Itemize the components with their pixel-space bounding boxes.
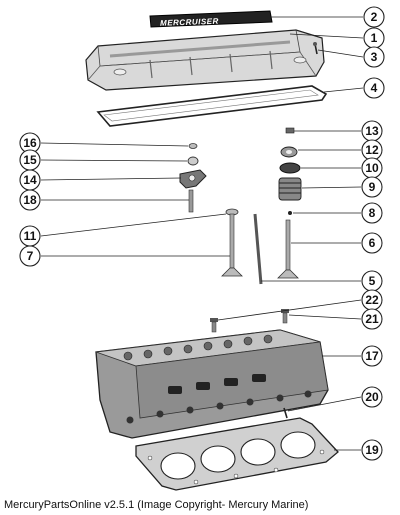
leader-lines [40, 16, 364, 451]
svg-text:7: 7 [27, 249, 34, 263]
svg-text:3: 3 [371, 50, 378, 64]
svg-text:11: 11 [24, 229, 37, 243]
svg-text:17: 17 [365, 349, 379, 363]
callout-8: 8 [361, 202, 383, 224]
svg-text:12: 12 [365, 143, 379, 157]
push-rod [253, 213, 263, 285]
svg-text:20: 20 [365, 390, 379, 404]
intake-valve [221, 208, 243, 277]
mercruiser-logo-plate: MERCRUISER [149, 10, 273, 28]
callout-9: 9 [361, 176, 383, 198]
logo-text: MERCRUISER [160, 17, 219, 28]
rocker-stud [188, 189, 194, 213]
callout-5: 5 [361, 270, 383, 292]
callout-11: 11 [19, 225, 41, 247]
svg-text:9: 9 [369, 180, 376, 194]
svg-text:10: 10 [365, 161, 379, 175]
callout-14: 14 [19, 169, 41, 191]
copyright-caption: MercuryPartsOnline v2.5.1 (Image Copyrig… [4, 499, 309, 511]
valve-cover-gasket [96, 85, 328, 127]
callout-17: 17 [361, 345, 383, 367]
svg-text:18: 18 [23, 193, 37, 207]
callout-22: 22 [361, 289, 383, 311]
valve-retainer [280, 146, 298, 158]
svg-text:16: 16 [23, 136, 37, 150]
valve-keeper [285, 127, 295, 134]
valve-shield [279, 162, 301, 174]
cover-screw [313, 42, 318, 55]
head-bolt-short [210, 318, 218, 333]
svg-text:5: 5 [369, 274, 376, 288]
dowel-pin [283, 407, 288, 419]
svg-text:13: 13 [365, 124, 379, 138]
oil-seal [288, 211, 292, 215]
callout-7: 7 [19, 245, 41, 267]
callout-4: 4 [363, 77, 385, 99]
callout-21: 21 [361, 308, 383, 330]
callout-19: 19 [361, 439, 383, 461]
callout-1: 1 [363, 27, 385, 49]
svg-text:6: 6 [369, 236, 376, 250]
callout-3: 3 [363, 46, 385, 68]
callout-20: 20 [361, 386, 383, 408]
callout-12: 12 [361, 139, 383, 161]
callout-16: 16 [19, 132, 41, 154]
svg-text:2: 2 [371, 10, 378, 24]
callouts: 2 1 3 4 13 16 12 15 10 14 9 18 8 11 6 7 … [19, 6, 385, 461]
head-gasket [135, 417, 339, 491]
svg-text:21: 21 [365, 312, 379, 326]
rocker-arm [179, 169, 207, 189]
callout-2: 2 [363, 6, 385, 28]
svg-text:4: 4 [371, 81, 378, 95]
exhaust-valve [277, 219, 299, 279]
callout-13: 13 [361, 120, 383, 142]
svg-text:8: 8 [369, 206, 376, 220]
svg-text:1: 1 [371, 31, 378, 45]
svg-text:14: 14 [23, 173, 37, 187]
callout-10: 10 [361, 157, 383, 179]
svg-text:19: 19 [365, 443, 379, 457]
valve-seal-left [188, 143, 198, 149]
svg-text:22: 22 [365, 293, 379, 307]
cylinder-head [95, 329, 329, 439]
valve-cover [85, 29, 325, 91]
valve-spring [278, 177, 302, 201]
callout-6: 6 [361, 232, 383, 254]
svg-text:15: 15 [23, 153, 37, 167]
callout-18: 18 [19, 189, 41, 211]
callout-15: 15 [19, 149, 41, 171]
valve-cap-left [187, 156, 199, 166]
